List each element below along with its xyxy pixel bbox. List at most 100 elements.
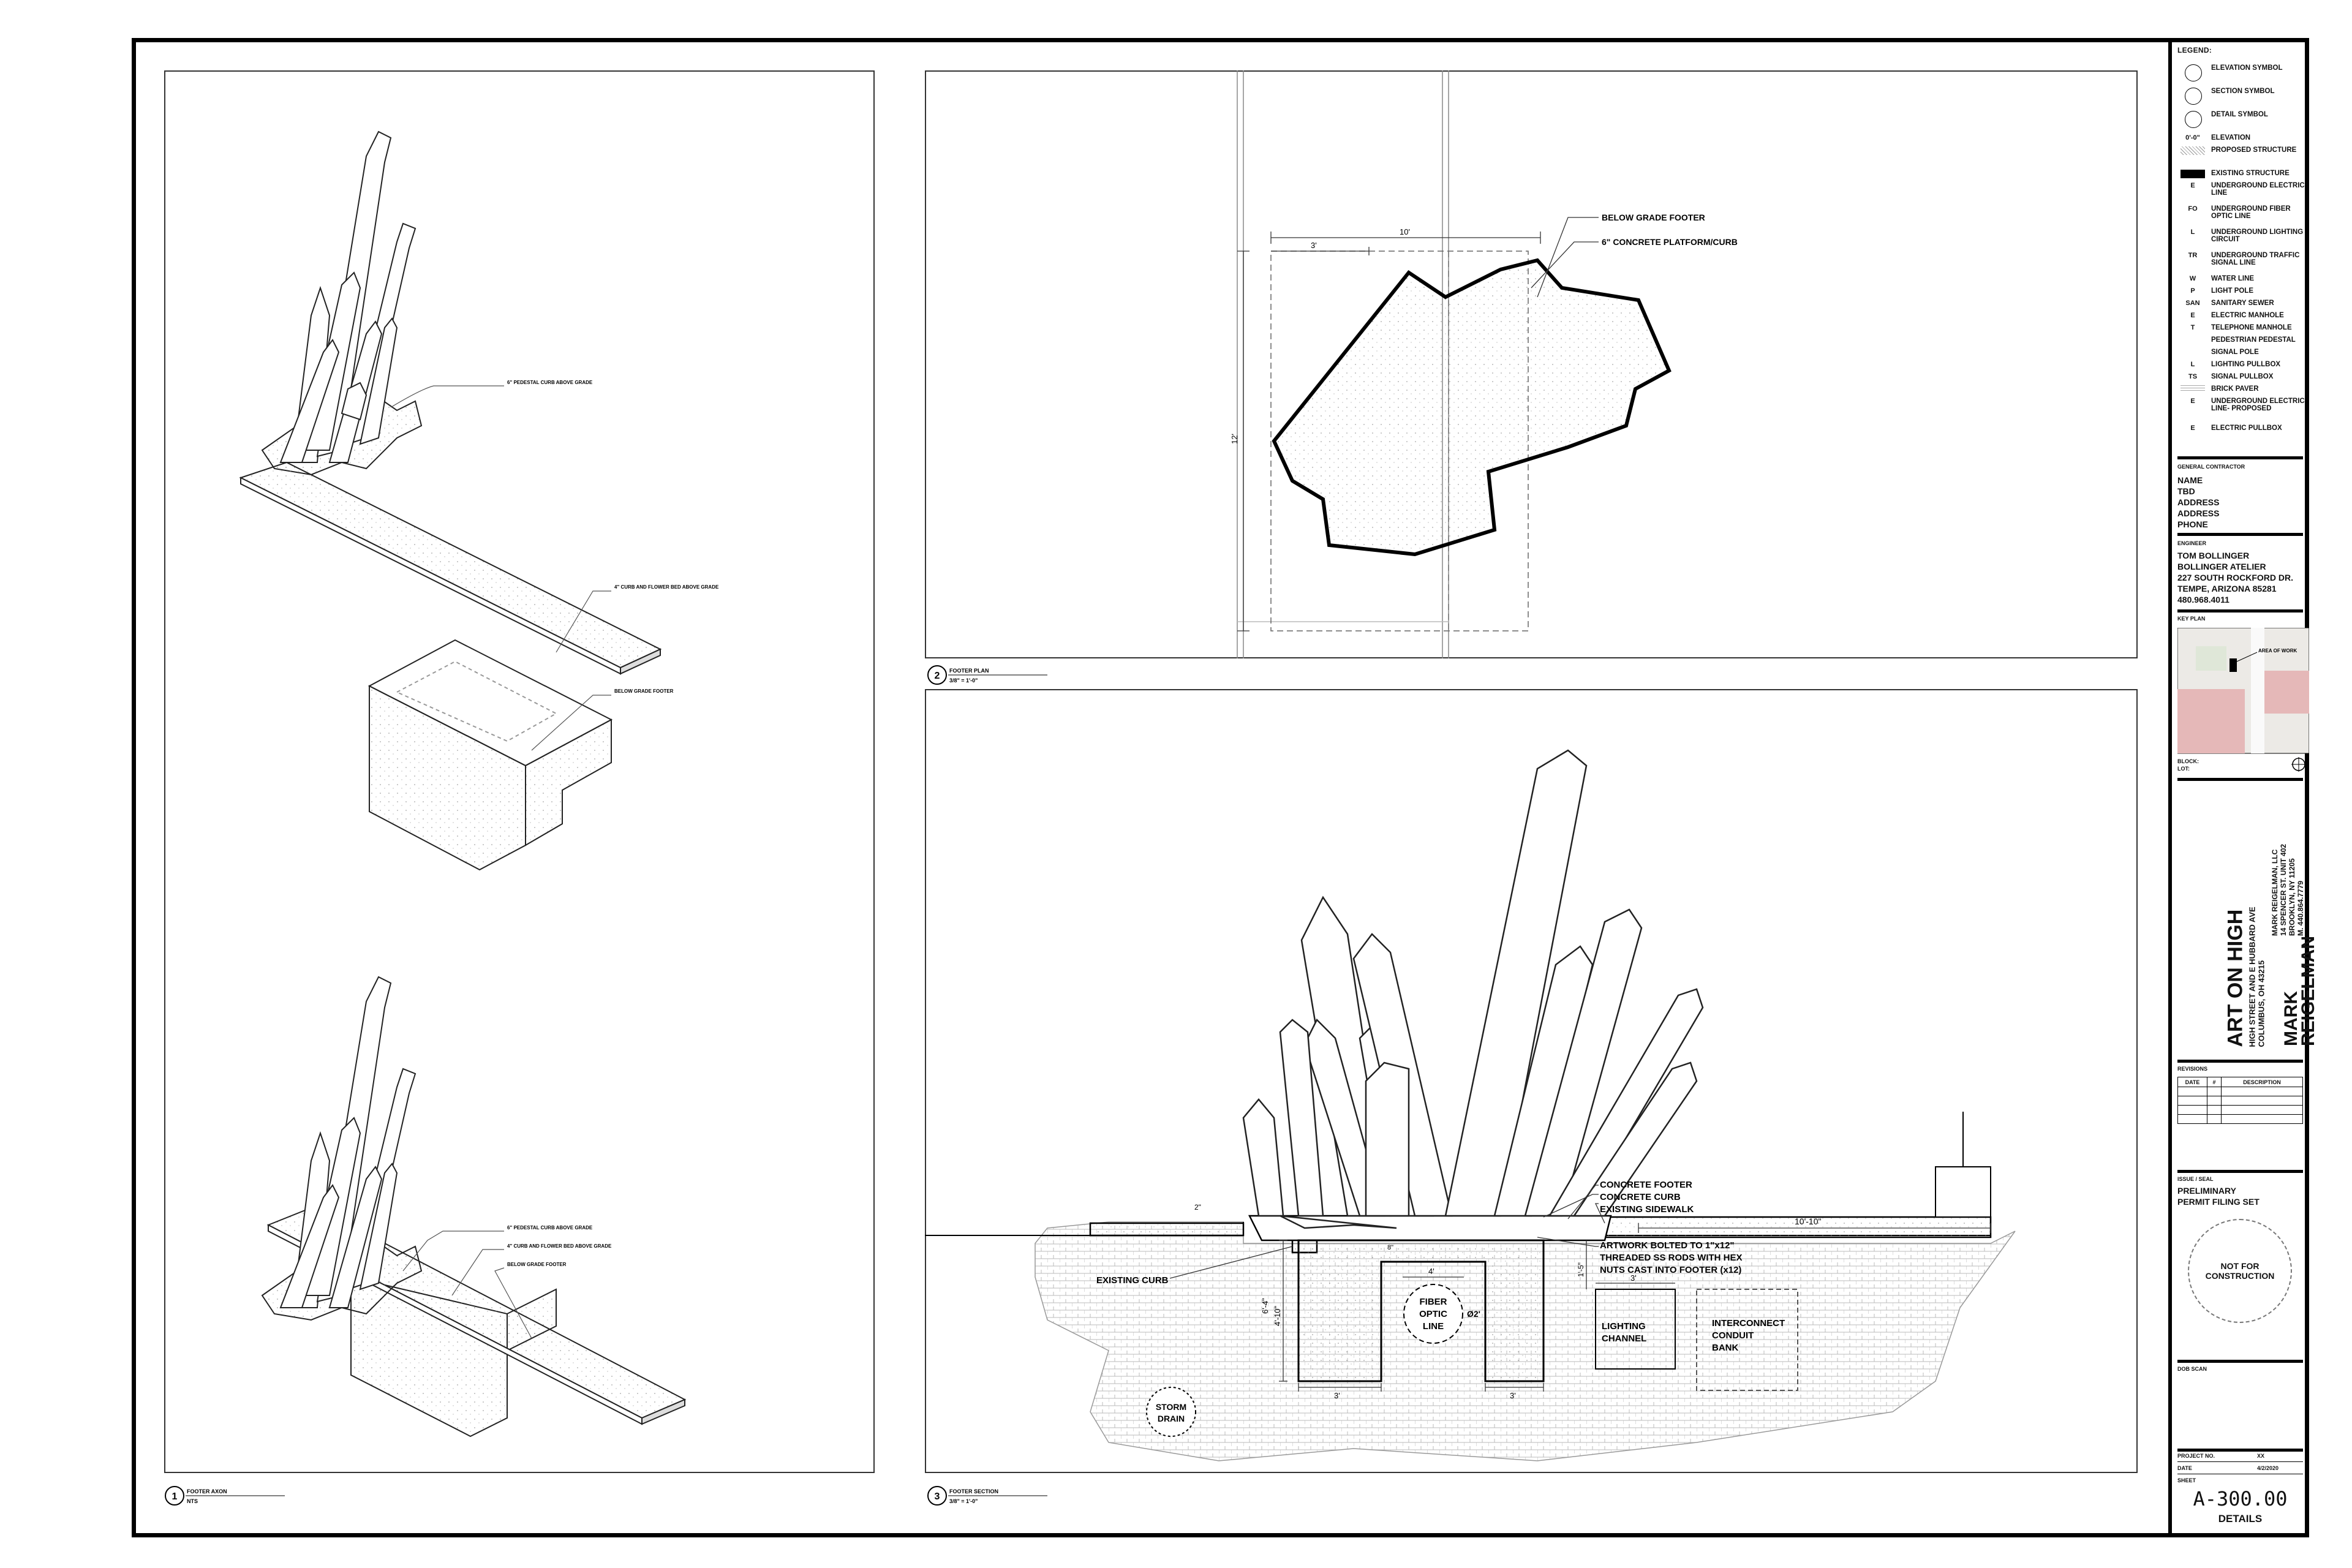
axon-view-panel: [164, 70, 875, 1473]
legend-label: UNDERGROUND LIGHTING CIRCUIT: [2211, 228, 2304, 243]
legend-symbol-icon: [2180, 170, 2205, 178]
legend-title: LEGEND:: [2177, 46, 2212, 55]
view-2-title: FOOTER PLAN: [949, 668, 989, 674]
legend-symbol-icon: E: [2190, 182, 2195, 189]
section-bolts-line-1: ARTWORK BOLTED TO 1"x12": [1600, 1240, 1735, 1251]
legend-item: PEDESTRIAN PEDESTAL: [2177, 336, 2309, 347]
svg-text:3': 3': [1334, 1391, 1340, 1400]
legend-item: BRICK PAVER: [2177, 385, 2309, 396]
svg-text:8": 8": [1387, 1244, 1393, 1251]
svg-text:STORM: STORM: [1156, 1402, 1186, 1412]
legend-label: SECTION SYMBOL: [2211, 88, 2275, 95]
legend-symbol-icon: [2180, 385, 2205, 393]
plan-platform-label: 6" CONCRETE PLATFORM/CURB: [1602, 237, 1738, 247]
svg-text:LINE: LINE: [1423, 1321, 1444, 1332]
axon-top-footer: [368, 639, 613, 871]
axon-bottom-pedestal-label: 6" PEDESTAL CURB ABOVE GRADE: [507, 1225, 593, 1231]
svg-text:2": 2": [1194, 1203, 1201, 1212]
dob-title: DOB SCAN: [2177, 1366, 2207, 1372]
legend-symbol-icon: T: [2190, 324, 2195, 331]
project-block: ART ON HIGH HIGH STREET AND E HUBBARD AV…: [2177, 787, 2319, 1057]
legend-symbol-icon: L: [2190, 361, 2195, 368]
legend-symbol-icon: [2185, 88, 2202, 105]
section-conduit-bank: [1696, 1289, 1798, 1391]
legend-label: DETAIL SYMBOL: [2211, 111, 2268, 118]
legend-label: SIGNAL POLE: [2211, 349, 2259, 356]
firm-line-4: M. 440.864.7779: [2296, 880, 2305, 936]
legend-label: UNDERGROUND FIBER OPTIC LINE: [2211, 205, 2291, 220]
legend-label: SIGNAL PULLBOX: [2211, 373, 2274, 380]
svg-text:DRAIN: DRAIN: [1158, 1414, 1185, 1423]
view-2-scale: 3/8" = 1'-0": [949, 677, 978, 684]
legend-item: SECTION SYMBOL: [2177, 88, 2309, 105]
legend-symbol-icon: SAN: [2185, 300, 2200, 307]
legend-symbol-icon: [2180, 146, 2205, 155]
svg-text:6'-4": 6'-4": [1261, 1298, 1270, 1314]
legend-symbol-icon: FO: [2188, 205, 2198, 213]
legend-symbol-icon: L: [2190, 228, 2195, 236]
section-dim-10-10: 10'-10": [1795, 1216, 1821, 1226]
svg-text:LIGHTING: LIGHTING: [1602, 1321, 1646, 1332]
axon-top-footer-label: BELOW GRADE FOOTER: [614, 688, 674, 694]
axon-bottom-footer-label: BELOW GRADE FOOTER: [507, 1262, 567, 1267]
project-no-row: PROJECT NO. XX: [2177, 1453, 2303, 1462]
legend-label: TELEPHONE MANHOLE: [2211, 324, 2292, 331]
view-2-tag: 2 FOOTER PLAN 3/8" = 1'-0": [927, 665, 1047, 685]
legend-label: ELECTRIC PULLBOX: [2211, 424, 2282, 432]
view-1-title: FOOTER AXON: [187, 1488, 227, 1494]
legend-label: ELEVATION SYMBOL: [2211, 64, 2283, 72]
legend-item: EXISTING STRUCTURE: [2177, 170, 2309, 181]
svg-text:4'-10": 4'-10": [1273, 1305, 1282, 1326]
svg-text:2: 2: [935, 671, 940, 681]
contractor-title: GENERAL CONTRACTOR: [2177, 464, 2245, 470]
revisions-title: REVISIONS: [2177, 1066, 2208, 1072]
legend-label: EXISTING STRUCTURE: [2211, 170, 2290, 177]
axon-view-drawing: 6" PEDESTAL CURB ABOVE GRADE 4" CURB AND…: [239, 130, 719, 1438]
legend-symbol-icon: E: [2190, 398, 2195, 405]
section-concrete-footer-label: CONCRETE FOOTER: [1600, 1180, 1692, 1190]
section-bolts-line-2: THREADED SS RODS WITH HEX: [1600, 1253, 1743, 1263]
view-1-tag: 1 FOOTER AXON NTS: [165, 1486, 285, 1506]
axon-bottom-leaders: [402, 1231, 532, 1339]
legend-symbol-icon: E: [2190, 312, 2195, 319]
axon-top-curb: [239, 461, 662, 675]
legend-symbol-icon: P: [2190, 287, 2195, 295]
legend-label: LIGHT POLE: [2211, 287, 2253, 295]
legend-label: BRICK PAVER: [2211, 385, 2259, 393]
firm-line-1: MARK REIGELMAN, LLC: [2271, 849, 2279, 936]
title-block: [2168, 38, 2309, 1537]
legend-label: SANITARY SEWER: [2211, 300, 2274, 307]
legend-item: ELEVATION SYMBOL: [2177, 64, 2309, 81]
legend-symbol-icon: 0'-0": [2185, 134, 2200, 141]
axon-top-leaders: [390, 385, 611, 751]
keyplan-lot: LOT:: [2177, 766, 2190, 772]
view-3-tag: 3 FOOTER SECTION 3/8" = 1'-0": [927, 1486, 1047, 1506]
plan-dim-3: 3': [1311, 241, 1317, 250]
plan-view-drawing: 10' 3' 12' BELOW GRADE FOOTER 6" CONCRET…: [1230, 70, 1738, 658]
legend-symbol-icon: W: [2189, 275, 2196, 282]
legend-item: 0'-0"ELEVATION: [2177, 134, 2309, 145]
legend-item: DETAIL SYMBOL: [2177, 111, 2309, 128]
view-3-scale: 3/8" = 1'-0": [949, 1498, 978, 1504]
legend-item: PROPOSED STRUCTURE: [2177, 146, 2309, 157]
view-3-title: FOOTER SECTION: [949, 1488, 998, 1494]
legend-symbol-icon: [2185, 64, 2202, 81]
axon-top-sculpture: [261, 130, 423, 476]
keyplan-block: BLOCK:: [2177, 758, 2199, 764]
project-address-2: COLUMBUS, OH 43215: [2256, 960, 2266, 1047]
svg-text:3: 3: [935, 1491, 940, 1502]
view-1-scale: NTS: [187, 1498, 198, 1504]
revisions-table: DATE # DESCRIPTION: [2177, 1077, 2303, 1124]
section-existing-curb-label: EXISTING CURB: [1096, 1275, 1169, 1286]
section-lighting-channel: [1595, 1289, 1676, 1370]
section-footer: [1297, 1239, 1545, 1382]
section-concrete-curb-label: CONCRETE CURB: [1600, 1192, 1681, 1202]
axon-top-pedestal-label: 6" PEDESTAL CURB ABOVE GRADE: [507, 380, 593, 385]
plan-platform: [1272, 258, 1672, 557]
issue-title: ISSUE / SEAL: [2177, 1176, 2214, 1182]
